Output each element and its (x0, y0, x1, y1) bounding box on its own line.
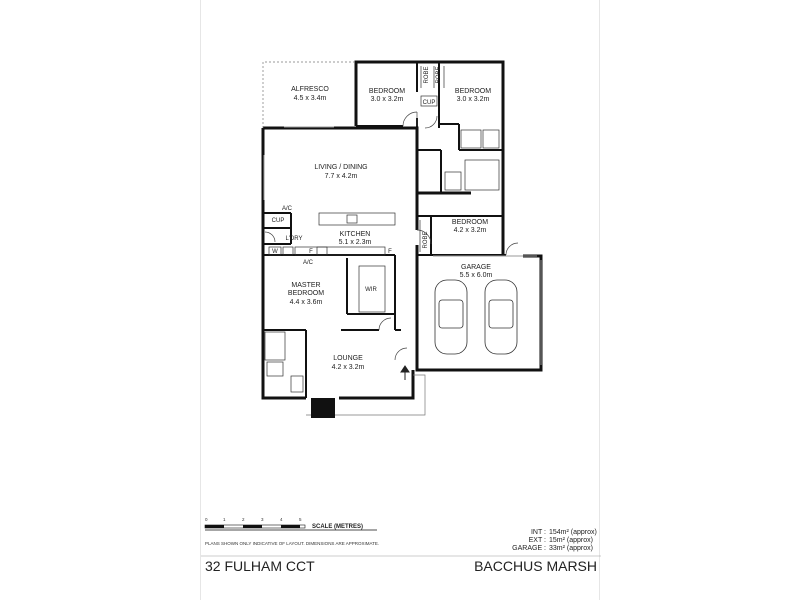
room-name-alfresco: ALFRESCO (291, 86, 329, 93)
room-size-garage: 5.5 x 6.0m (460, 272, 493, 279)
fridge-label-left: F (309, 249, 313, 255)
room-name-lounge: LOUNGE (333, 355, 363, 362)
cupboard-label-hall: CUP (423, 100, 436, 106)
room-name-living-dining: LIVING / DINING (314, 164, 367, 171)
scale-tick-3: 3 (261, 517, 264, 522)
room-name-bedroom-4: BEDROOM (452, 219, 488, 226)
scale-tick-0: 0 (205, 517, 208, 522)
plan-disclaimer: PLANS SHOWN ONLY INDICATIVE OF LAYOUT. D… (205, 541, 379, 546)
robe-label-bedroom-4: ROBE (423, 231, 429, 248)
ac-label-upper: A/C (282, 206, 293, 212)
entry-step (311, 398, 335, 418)
room-bedroom-3: BEDROOM 3.0 x 3.2m (455, 88, 491, 103)
fixtures (264, 66, 500, 393)
robe-label-bedroom-3: ROBE (436, 66, 442, 83)
porch-outline (306, 374, 426, 416)
floor-plan-drawing: ALFRESCO 4.5 x 3.4m BEDROOM 3.0 x 3.2m B… (201, 60, 601, 574)
exterior-walls (261, 60, 543, 400)
garage-cars (434, 279, 518, 355)
room-name-bedroom-3: BEDROOM (455, 88, 491, 95)
scale-bar: 0 1 2 3 4 5 SCALE (METRES) PLANS SHOWN O… (204, 517, 379, 546)
windows (263, 126, 542, 365)
room-living-dining: LIVING / DINING 7.7 x 4.2m (314, 164, 367, 180)
room-size-lounge: 4.2 x 3.2m (332, 364, 365, 371)
room-name-kitchen: KITCHEN (340, 231, 371, 238)
scale-title: SCALE (METRES) (312, 524, 363, 530)
entry-arrow (400, 365, 410, 380)
area-summary: INT : 154m² (approx) EXT : 15m² (approx)… (512, 529, 597, 552)
room-name-garage: GARAGE (461, 264, 491, 271)
area-int-value: 154m² (approx) (549, 529, 597, 536)
room-size-alfresco: 4.5 x 3.4m (294, 95, 327, 102)
room-size-bedroom-4: 4.2 x 3.2m (454, 227, 487, 234)
area-int-label: INT : (531, 529, 546, 536)
room-garage: GARAGE 5.5 x 6.0m (460, 264, 493, 279)
scale-tick-4: 4 (280, 517, 283, 522)
room-bedroom-2: BEDROOM 3.0 x 3.2m (369, 88, 405, 103)
scale-tick-1: 1 (223, 517, 226, 522)
robe-label-bedroom-2: ROBE (424, 66, 430, 83)
room-size-kitchen: 5.1 x 2.3m (339, 239, 372, 246)
floor-plan-page: ALFRESCO 4.5 x 3.4m BEDROOM 3.0 x 3.2m B… (200, 0, 601, 600)
area-ext-label: EXT : (529, 537, 546, 544)
door-swings (264, 111, 519, 361)
room-name-master-line1: MASTER (291, 282, 320, 289)
ac-label-lower: A/C (303, 260, 314, 266)
laundry-label: L'DRY (285, 236, 302, 242)
wir-label: WIR (365, 287, 377, 293)
room-bedroom-4: BEDROOM 4.2 x 3.2m (452, 219, 488, 234)
property-address: 32 FULHAM CCT (205, 558, 315, 574)
room-size-bedroom-2: 3.0 x 3.2m (371, 96, 404, 103)
room-size-living-dining: 7.7 x 4.2m (325, 173, 358, 180)
room-size-master: 4.4 x 3.6m (290, 299, 323, 306)
room-name-master-line2: BEDROOM (288, 290, 324, 297)
room-lounge: LOUNGE 4.2 x 3.2m (332, 355, 365, 371)
area-garage-label: GARAGE : (512, 545, 546, 552)
washer-label: W (272, 249, 278, 255)
scale-tick-2: 2 (242, 517, 245, 522)
room-alfresco: ALFRESCO 4.5 x 3.4m (291, 86, 329, 102)
room-size-bedroom-3: 3.0 x 3.2m (457, 96, 490, 103)
room-name-bedroom-2: BEDROOM (369, 88, 405, 95)
area-ext-value: 15m² (approx) (549, 537, 593, 544)
room-kitchen: KITCHEN 5.1 x 2.3m (339, 231, 372, 246)
property-suburb: BACCHUS MARSH (474, 558, 597, 574)
cupboard-label-laundry: CUP (272, 218, 285, 224)
scale-tick-5: 5 (299, 517, 302, 522)
fridge-label-right: F (388, 249, 392, 255)
alfresco-outline (262, 61, 356, 128)
room-master-bedroom: MASTER BEDROOM 4.4 x 3.6m (288, 282, 324, 306)
area-garage-value: 33m² (approx) (549, 545, 593, 552)
